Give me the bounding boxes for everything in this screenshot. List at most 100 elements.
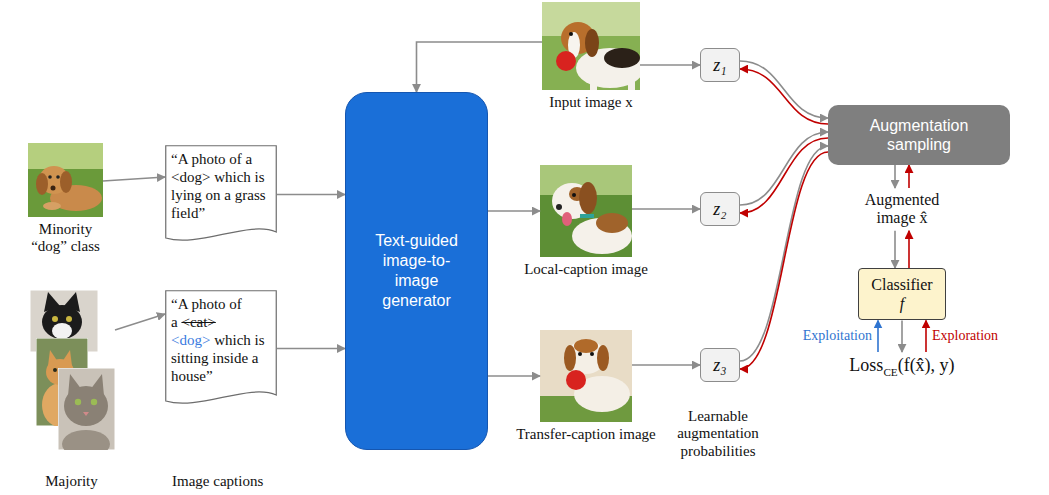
classifier-box: Classifierf: [858, 268, 946, 320]
node-text: Input image x: [549, 94, 632, 111]
node-text: Text-guided image-to-image generator: [364, 231, 469, 311]
node-text: “A photo of a <dog> which is lying on a …: [171, 150, 272, 222]
edge-label-holder: Exploration: [932, 328, 998, 344]
minority-dog-photo-shape: [48, 175, 52, 179]
probability-box: z₃: [700, 348, 740, 382]
transfer-caption-dog-photo-shape: [578, 352, 582, 356]
transfer-caption-dog-photo-shape: [597, 345, 609, 371]
node-text: Majority: [45, 473, 98, 490]
edge-label: Exploitation: [803, 328, 872, 344]
local-caption-dog-photo: [540, 165, 632, 257]
sampling-box: Augmentation sampling: [828, 105, 1010, 165]
node-text: Classifier: [871, 275, 932, 294]
transfer-caption-dog-photo-shape: [590, 352, 594, 356]
probability-box: z₂: [700, 192, 740, 226]
edge-label: Exploration: [932, 328, 998, 344]
transfer-caption-dog-photo-shape: [540, 330, 632, 422]
local-caption-dog-photo-shape: [572, 193, 576, 197]
cat-photo-shape: [75, 399, 81, 405]
node-text: Loss: [849, 355, 883, 375]
input-dog-photo-shape: [585, 29, 599, 57]
local-caption-dog-photo-shape: [556, 204, 562, 210]
node-text: Augmentation sampling: [858, 116, 980, 154]
node-text: Local-caption image: [524, 261, 648, 278]
label-holder: Learnable augmentation probabilities: [670, 408, 766, 460]
minority-dog-photo-shape: [56, 175, 60, 179]
node-text: <cat>: [181, 314, 215, 330]
input-image: Input image x: [542, 2, 640, 90]
transfer-caption-image: Transfer-caption image: [540, 330, 632, 422]
node-text: f: [900, 294, 904, 313]
generator-box: Text-guided image-to-image generator: [345, 92, 488, 450]
cat-photo-shape: [66, 316, 72, 322]
input-dog-photo-shape: [604, 48, 640, 68]
node-text: z₁: [713, 55, 726, 76]
node-text: Minority “dog” class: [23, 221, 108, 256]
transfer-caption-dog-photo: [540, 330, 632, 422]
flow-arrow: [103, 177, 165, 181]
minority-dog-photo-shape: [28, 143, 103, 169]
node-text: <dog>: [171, 332, 210, 348]
local-caption-dog-photo-shape: [596, 213, 628, 233]
flow-arrow: [632, 364, 700, 366]
flow-arrow: [488, 210, 540, 212]
local-caption-dog-photo-shape: [540, 165, 632, 257]
input-dog-photo-shape: [569, 32, 573, 36]
minority-dog-photo-shape: [51, 186, 56, 191]
document-shape: [166, 291, 277, 403]
majority-images: Majority: [28, 290, 115, 450]
transfer-caption-dog-photo-shape: [564, 345, 576, 371]
flow-arrow: [640, 64, 700, 66]
node-text: z₃: [713, 355, 726, 376]
input-dog-photo: [542, 2, 640, 90]
minority-dog-photo-shape: [28, 143, 103, 217]
flow-arrow: [277, 194, 345, 196]
minority-dog-photo-shape: [36, 173, 48, 195]
cat-photo: [58, 368, 115, 450]
node-text: Transfer-caption image: [516, 426, 656, 443]
flow-arrow: [488, 375, 540, 377]
figure-label: Learnable augmentation probabilities: [670, 408, 766, 460]
cat-photo-shape: [53, 368, 57, 372]
caption-document: “A photo of a<cat><dog>which is sitting …: [165, 290, 277, 407]
minority-dog-photo-shape: [60, 171, 72, 193]
cat-photo-shape: [52, 323, 72, 339]
local-caption-dog-photo-shape: [562, 212, 572, 226]
input-dog-photo-shape: [628, 74, 635, 90]
minority-image: Minority “dog” class: [28, 143, 103, 217]
cat-photo-shape: [42, 305, 82, 339]
cat-photo-shape: [91, 399, 97, 405]
local-caption-dog-photo-shape: [580, 214, 594, 218]
figure-label: Image captions: [172, 473, 263, 490]
cat-photo-shape: [52, 316, 58, 322]
node-text: z₂: [713, 199, 726, 220]
flow-arrow: [894, 231, 896, 268]
flow-arrow: [740, 132, 828, 205]
edge-label-holder: Exploitation: [803, 328, 872, 344]
node-text: Augmented image x̂: [862, 191, 942, 228]
cat-photo-shape: [62, 430, 110, 450]
flow-arrow: [901, 320, 903, 352]
flow-arrow: [740, 61, 828, 118]
label-holder: Image captions: [172, 473, 263, 490]
document-shape: [166, 146, 277, 240]
flow-arrow: [877, 320, 879, 352]
flow-arrow: [925, 320, 927, 352]
cat-photo-shape: [64, 386, 108, 426]
flow-arrow: [908, 165, 910, 188]
minority-dog-photo-shape: [43, 202, 61, 210]
transfer-caption-dog-photo-shape: [566, 370, 586, 390]
flow-arrow: [894, 165, 896, 188]
flow-arrow: [908, 231, 910, 268]
loss-node: LossCE(f(x̂), y): [842, 352, 962, 382]
transfer-caption-dog-photo-shape: [574, 339, 598, 353]
node-text: CE: [883, 366, 897, 378]
node-text: (f(x̂), y): [898, 355, 955, 375]
flow-arrow: [417, 42, 543, 92]
input-dog-photo-shape: [556, 51, 576, 71]
local-caption-image: Local-caption image: [540, 165, 632, 257]
local-caption-dog-photo-shape: [579, 182, 597, 214]
